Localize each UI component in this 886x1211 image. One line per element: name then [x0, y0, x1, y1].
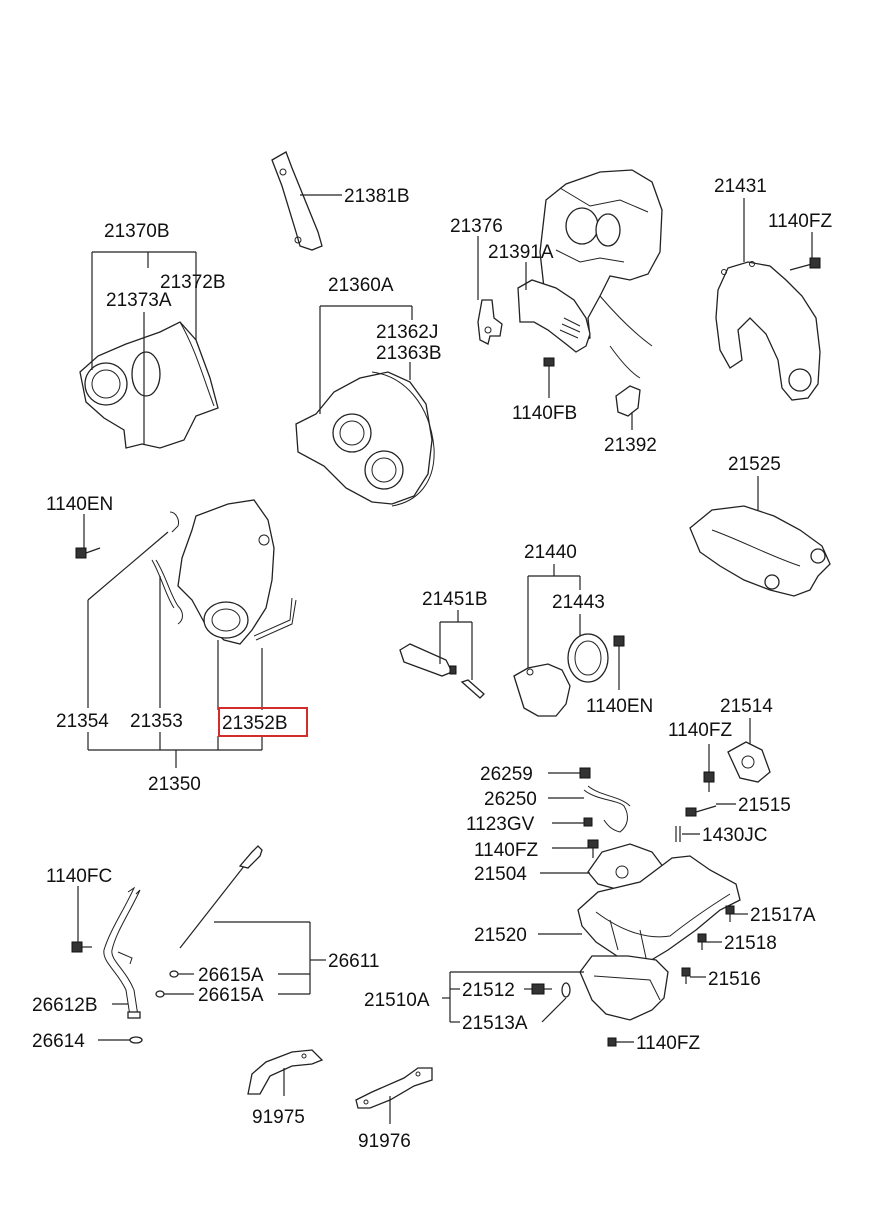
part-21515-drawing — [685, 805, 717, 817]
label-21376[interactable]: 21376 — [450, 216, 503, 237]
part-21443-drawing — [567, 633, 609, 683]
label-21363B[interactable]: 21363B — [376, 343, 442, 364]
label-21514[interactable]: 21514 — [720, 696, 773, 717]
label-21443[interactable]: 21443 — [552, 592, 605, 613]
label-1140FC[interactable]: 1140FC — [46, 866, 112, 887]
part-26612B-drawing — [103, 886, 141, 1019]
part-21350-drawing — [177, 499, 275, 645]
part-1430JC-drawing — [675, 826, 681, 842]
part-1140EN-bolt-b — [613, 635, 625, 658]
label-21360A[interactable]: 21360A — [328, 275, 394, 296]
part-21370B-drawing — [79, 321, 219, 449]
part-21353-drawing — [151, 559, 183, 625]
label-21520[interactable]: 21520 — [474, 925, 527, 946]
label-26259[interactable]: 26259 — [480, 764, 533, 785]
part-21352B-drawing — [253, 597, 297, 641]
label-21381B[interactable]: 21381B — [344, 186, 410, 207]
part-1123GV-drawing — [583, 817, 593, 827]
label-21515[interactable]: 21515 — [738, 795, 791, 816]
part-26611-drawing — [179, 845, 263, 949]
label-21370B[interactable]: 21370B — [104, 221, 170, 242]
part-21520-drawing — [577, 855, 741, 963]
part-21431-drawing — [715, 261, 821, 401]
part-91976-drawing — [355, 1067, 433, 1109]
part-26615A-drawing-b — [155, 990, 165, 998]
label-21440[interactable]: 21440 — [524, 542, 577, 563]
label-1140FB[interactable]: 1140FB — [512, 403, 577, 424]
label-1430JC[interactable]: 1430JC — [702, 825, 768, 846]
highlight-box-21352B — [218, 707, 308, 737]
label-21352B[interactable]: 21352B — [222, 713, 288, 734]
part-91975-drawing — [247, 1049, 324, 1095]
label-21510A[interactable]: 21510A — [364, 990, 430, 1011]
part-1140FC-drawing — [71, 941, 92, 953]
part-26250-drawing — [583, 785, 631, 833]
part-21354-drawing — [169, 511, 179, 533]
label-1140FZ-c[interactable]: 1140FZ — [474, 840, 538, 861]
part-1140EN-bolt-a — [75, 547, 101, 559]
label-21516[interactable]: 21516 — [708, 969, 761, 990]
label-26615A-b[interactable]: 26615A — [198, 985, 264, 1006]
part-26614-drawing — [129, 1036, 143, 1044]
part-21392-drawing — [615, 385, 641, 417]
part-21516-drawing — [681, 967, 691, 984]
label-21513A[interactable]: 21513A — [462, 1013, 528, 1034]
label-1140EN-a[interactable]: 1140EN — [46, 494, 113, 515]
label-21451B[interactable]: 21451B — [422, 589, 488, 610]
label-21392[interactable]: 21392 — [604, 435, 657, 456]
label-91975[interactable]: 91975 — [252, 1107, 305, 1128]
part-1140FZ-bolt-b — [703, 771, 715, 792]
label-21353[interactable]: 21353 — [130, 711, 183, 732]
part-labels: 21381B 21370B 21372B 21373A 21360A 21362… — [32, 176, 832, 1152]
label-21431[interactable]: 21431 — [714, 176, 767, 197]
label-26612B[interactable]: 26612B — [32, 995, 98, 1016]
part-21376-drawing — [477, 299, 503, 345]
part-21381B-drawing — [271, 151, 323, 251]
label-21391A[interactable]: 21391A — [488, 242, 554, 263]
part-21391A-drawing — [517, 279, 591, 353]
part-21517A-drawing — [725, 905, 735, 922]
label-26614[interactable]: 26614 — [32, 1031, 85, 1052]
label-21373A[interactable]: 21373A — [106, 290, 172, 311]
part-21360A-drawing — [295, 371, 435, 507]
label-21362J[interactable]: 21362J — [376, 322, 438, 343]
label-26615A-a[interactable]: 26615A — [198, 965, 264, 986]
part-21451B-drawing — [399, 643, 485, 699]
label-21350[interactable]: 21350 — [148, 774, 201, 795]
label-21517A[interactable]: 21517A — [750, 905, 816, 926]
part-1140FB-drawing — [543, 357, 555, 384]
part-21440-drawing — [513, 663, 571, 717]
part-26615A-drawing-a — [169, 970, 179, 978]
part-21513A-drawing — [561, 982, 571, 998]
engine-block-drawing — [539, 169, 663, 379]
part-1140FZ-bolt-a — [789, 257, 821, 271]
label-1140EN-b[interactable]: 1140EN — [586, 696, 653, 717]
label-21354[interactable]: 21354 — [56, 711, 109, 732]
leader-lines — [77, 194, 813, 1124]
part-21512-drawing — [531, 983, 552, 995]
label-1123GV[interactable]: 1123GV — [466, 814, 535, 835]
label-1140FZ-d[interactable]: 1140FZ — [636, 1033, 700, 1054]
label-21518[interactable]: 21518 — [724, 933, 777, 954]
label-26611[interactable]: 26611 — [328, 951, 379, 972]
label-1140FZ-a[interactable]: 1140FZ — [768, 211, 832, 232]
part-21514-drawing — [727, 741, 771, 783]
part-21518-drawing — [697, 933, 707, 950]
part-1140FZ-bolt-c — [587, 839, 599, 858]
part-1140FZ-bolt-d — [607, 1037, 617, 1047]
label-91976[interactable]: 91976 — [358, 1131, 411, 1152]
part-21510A-drawing — [579, 955, 669, 1021]
part-21525-drawing — [689, 505, 831, 597]
label-21372B[interactable]: 21372B — [160, 272, 226, 293]
label-21512[interactable]: 21512 — [462, 980, 515, 1001]
label-1140FZ-b[interactable]: 1140FZ — [668, 720, 732, 741]
label-21504[interactable]: 21504 — [474, 864, 527, 885]
label-26250[interactable]: 26250 — [484, 789, 537, 810]
part-26259-drawing — [579, 767, 591, 779]
label-21525[interactable]: 21525 — [728, 454, 781, 475]
